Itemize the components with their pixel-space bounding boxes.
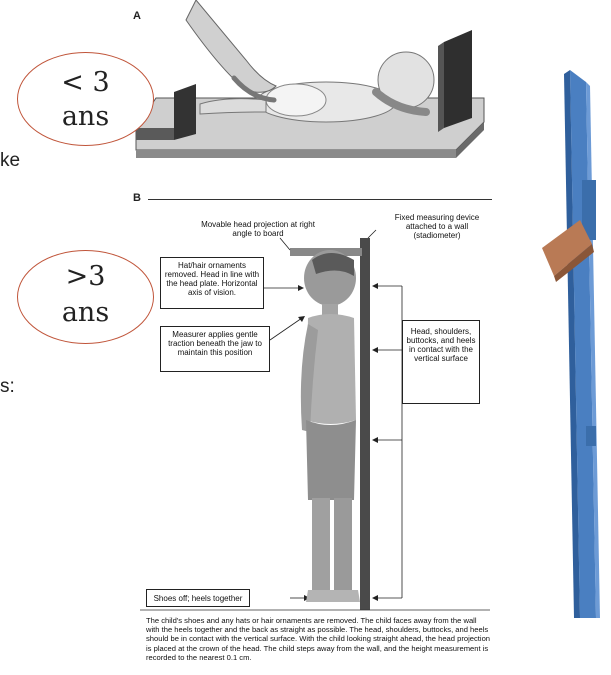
infant-measuring-board-illustration [126, 0, 494, 165]
box-measurer-traction: Measurer applies gentle traction beneath… [160, 326, 270, 372]
box-hat-ornaments: Hat/hair ornaments removed. Head in line… [160, 257, 264, 309]
age-oval-under-3: < 3 ans [17, 52, 154, 146]
oval-under-3-line2: ans [18, 103, 153, 130]
edge-text-top: ke [0, 150, 20, 172]
oval-under-3-line1: < 3 [18, 69, 153, 96]
panel-b-caption: The child's shoes and any hats or hair o… [146, 616, 492, 672]
box-contact-surface: Head, shoulders, buttocks, and heels in … [402, 320, 480, 404]
oval-over-3-line1: >3 [18, 263, 153, 290]
oval-over-3-line2: ans [18, 299, 153, 326]
edge-text-bottom: s: [0, 376, 15, 398]
blue-stadiometer-photo [540, 70, 611, 620]
age-oval-over-3: >3 ans [17, 250, 154, 344]
box-shoes-off: Shoes off; heels together [146, 589, 250, 607]
